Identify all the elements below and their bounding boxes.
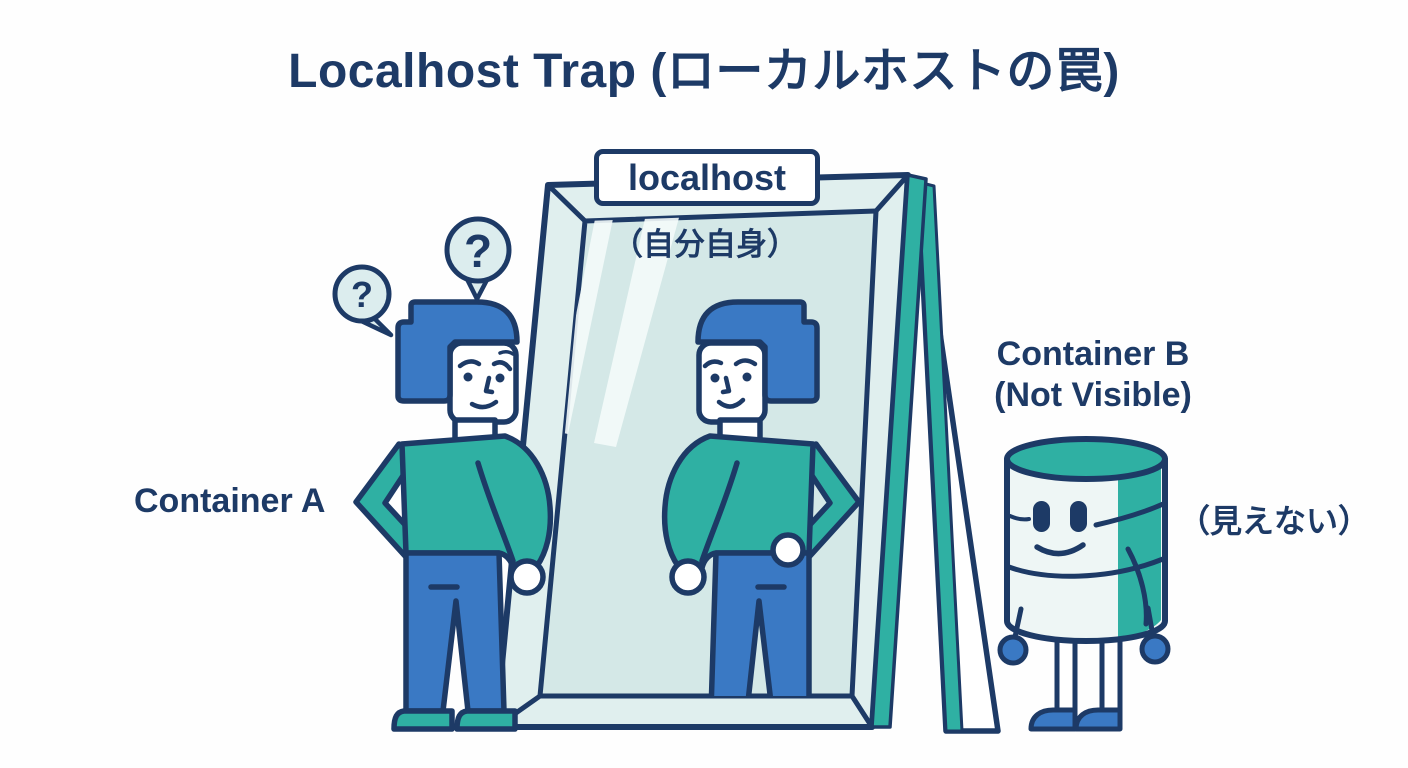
left-hand xyxy=(997,634,1029,666)
container-b-name: Container B xyxy=(996,335,1190,373)
container-b-label: Container B (Not Visible) xyxy=(952,334,1234,417)
container-b-caption-jp: （見えない） xyxy=(1178,503,1371,539)
container-b-character xyxy=(997,436,1171,732)
mirror-label-box: localhost xyxy=(594,149,820,206)
mirror-stand xyxy=(915,179,1001,734)
page-title: Localhost Trap (ローカルホストの罠) xyxy=(288,45,1120,98)
container-b-status: (Not Visible) xyxy=(994,376,1192,415)
cylinder-face xyxy=(1033,501,1087,557)
question-mark-small: ? xyxy=(351,274,373,315)
person-worried-face xyxy=(457,349,515,410)
reflection-happy-face xyxy=(702,358,758,409)
mirror-label: localhost xyxy=(627,156,787,198)
right-hand xyxy=(1139,633,1171,665)
left-foot xyxy=(1028,707,1078,732)
right-foot xyxy=(1073,707,1123,732)
mirror-side-edge xyxy=(870,173,928,729)
mirror-inner-caption: （自分自身） xyxy=(612,227,798,262)
bubble-small xyxy=(332,264,392,324)
question-mark-large: ? xyxy=(463,225,493,277)
question-bubbles xyxy=(332,216,512,338)
container-a-label: Container A xyxy=(134,482,326,520)
bubble-large xyxy=(444,216,512,284)
container-a-person xyxy=(356,302,550,729)
cylinder-top xyxy=(1004,436,1168,482)
